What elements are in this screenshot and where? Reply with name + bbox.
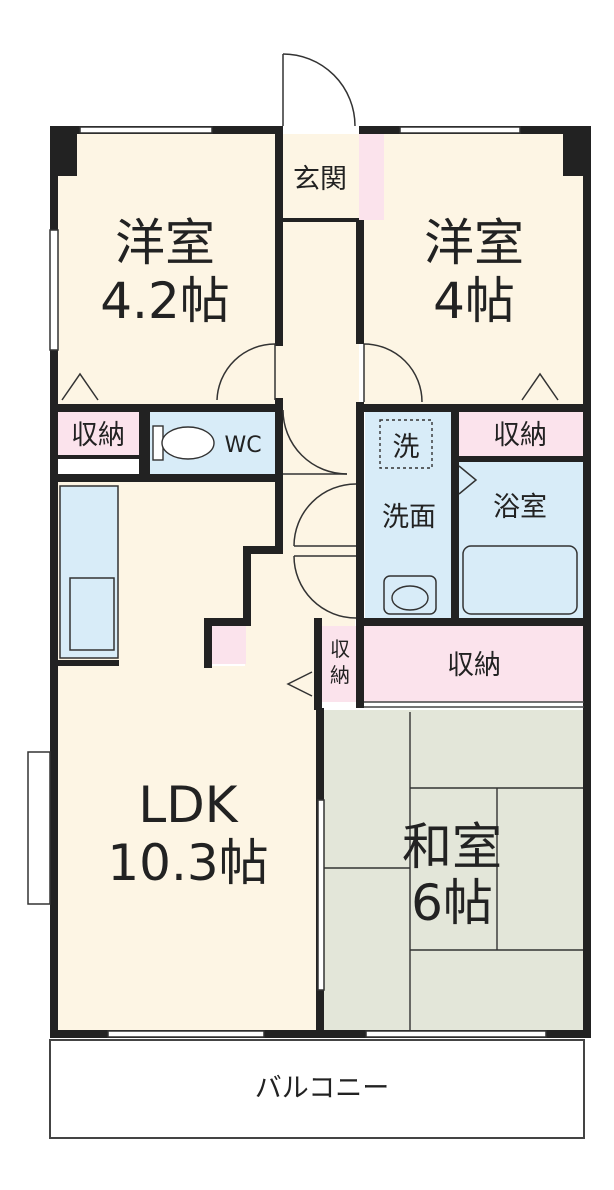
japanese-room-size: 6帖 bbox=[411, 874, 493, 932]
western-room-left-name: 洋室 bbox=[115, 214, 215, 272]
storage-right-label: 収納 bbox=[493, 420, 547, 451]
bathtub bbox=[462, 545, 578, 615]
western-room-left-floor bbox=[57, 132, 279, 408]
entrance-floor bbox=[283, 134, 359, 220]
japanese-room-name: 和室 bbox=[402, 818, 502, 876]
wash-basin bbox=[383, 575, 437, 615]
storage-narrow-floor bbox=[322, 626, 358, 702]
washer-pan bbox=[379, 419, 433, 469]
toilet-label: WC bbox=[224, 433, 261, 458]
japanese-room-floor bbox=[324, 710, 584, 1030]
western-room-right-name: 洋室 bbox=[424, 214, 524, 272]
storage-left-floor bbox=[57, 412, 139, 458]
storage-middle-floor bbox=[364, 626, 584, 702]
tatami-mats bbox=[324, 712, 584, 1030]
storage-middle-label: 収納 bbox=[447, 650, 501, 681]
ldk-name: LDK bbox=[138, 776, 238, 834]
ldk-size: 10.3帖 bbox=[107, 834, 268, 892]
bathroom-label: 浴室 bbox=[493, 492, 547, 523]
storage-right-floor bbox=[459, 412, 584, 456]
storage-narrow-label: 収納 bbox=[330, 637, 350, 687]
washroom-label: 洗面 bbox=[382, 502, 436, 533]
western-room-left-size: 4.2帖 bbox=[100, 272, 230, 330]
washer-label: 洗 bbox=[393, 432, 420, 463]
balcony-label: バルコニー bbox=[255, 1073, 389, 1104]
western-room-right-size: 4帖 bbox=[433, 272, 515, 330]
entrance-label: 玄関 bbox=[293, 164, 347, 195]
windows bbox=[27, 126, 547, 1038]
ldk-floor bbox=[57, 478, 318, 1030]
kitchen-sink bbox=[69, 577, 115, 651]
doors bbox=[61, 53, 559, 991]
storage-left-label: 収納 bbox=[71, 420, 125, 451]
wash-basin-bowl bbox=[391, 585, 429, 611]
entrance-shoe-storage bbox=[359, 134, 384, 220]
western-room-right-floor bbox=[364, 132, 584, 408]
corridor-floor bbox=[279, 220, 359, 620]
toilet-bowl bbox=[161, 426, 215, 460]
ldk-storage-box bbox=[212, 624, 246, 664]
